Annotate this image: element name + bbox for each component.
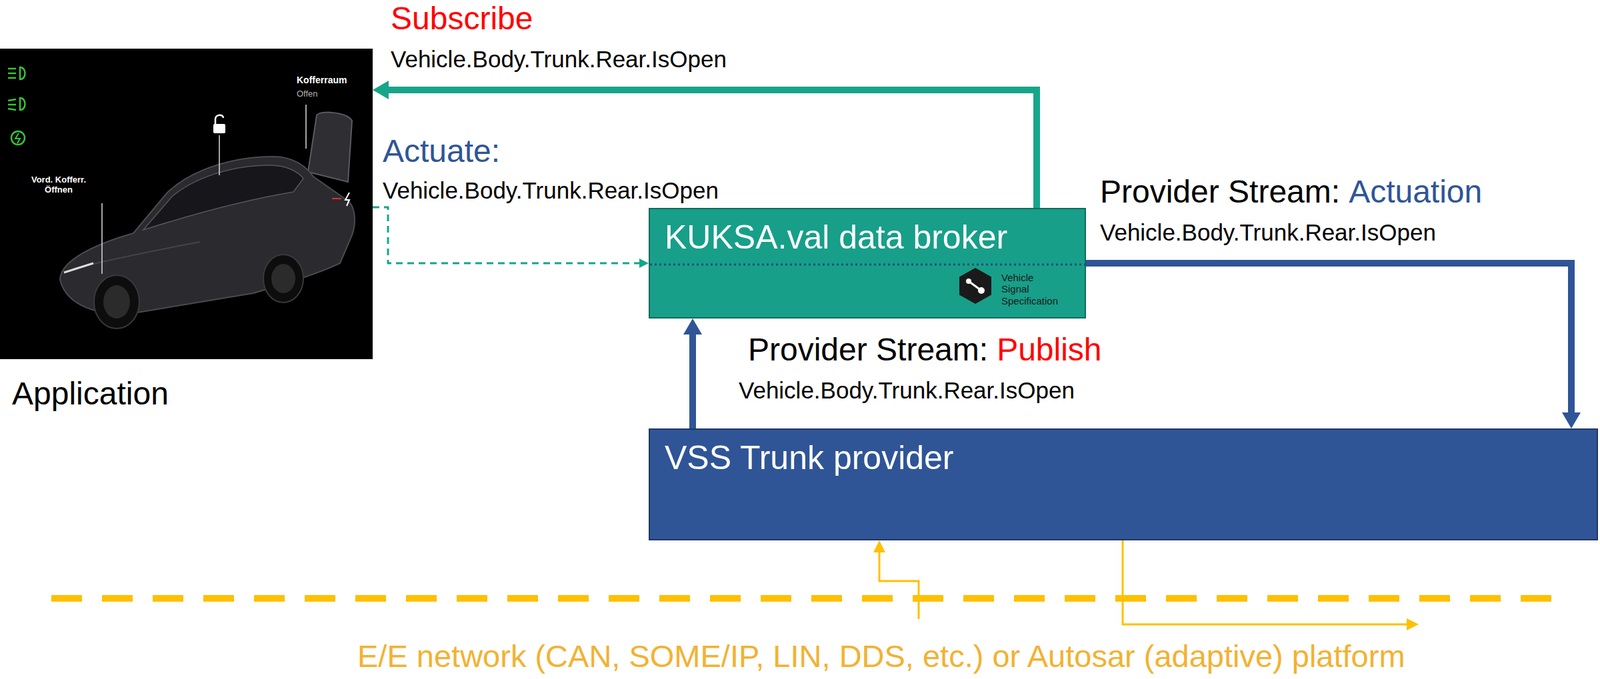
arrow-head — [639, 258, 649, 268]
logo-text: Vehicle Signal Specification — [1001, 272, 1063, 307]
connector-line — [1086, 263, 1572, 414]
ui-label: Vord. Kofferr. Öffnen — [24, 175, 94, 196]
signal-path: Vehicle.Body.Trunk.Rear.IsOpen — [738, 377, 1075, 404]
car-body — [60, 112, 355, 329]
ui-status: Offen — [296, 89, 318, 100]
edge-label: Publish — [996, 331, 1102, 368]
connector — [1086, 263, 1581, 429]
edge-label: Actuate: — [382, 132, 500, 170]
network-label: E/E network (CAN, SOME/IP, LIN, DDS, etc… — [357, 638, 1406, 675]
signal-path: Vehicle.Body.Trunk.Rear.IsOpen — [1100, 219, 1436, 246]
stream-label: Provider Stream: — [1100, 173, 1340, 210]
connector — [683, 318, 702, 429]
connector-line — [689, 333, 696, 429]
ui-label: Kofferraum — [296, 74, 347, 86]
signal-path: Vehicle.Body.Trunk.Rear.IsOpen — [382, 177, 719, 204]
pass-through-line — [650, 264, 1088, 266]
arrow-head — [1562, 412, 1581, 429]
lock-icon — [213, 115, 226, 134]
node-heading: Application — [12, 375, 169, 412]
arrow-head — [683, 318, 702, 335]
leader-lines — [102, 104, 306, 274]
signal-path: Vehicle.Body.Trunk.Rear.IsOpen — [390, 46, 727, 73]
network-link-out — [1122, 540, 1419, 631]
vss-logo — [959, 268, 992, 304]
arrow-head — [372, 80, 389, 100]
connector-line — [372, 207, 641, 264]
network-bus-line — [51, 595, 1567, 602]
box-title: VSS Trunk provider — [664, 439, 954, 478]
connector — [372, 80, 1037, 208]
connector — [372, 207, 649, 268]
broker-box: KUKSA.val data brokerVehicle Signal Spec… — [648, 208, 1086, 319]
edge-label: Subscribe — [390, 0, 533, 37]
provider-box: VSS Trunk provider — [648, 428, 1598, 541]
network-link-in — [873, 540, 919, 620]
box-title: KUKSA.val data broker — [664, 218, 1008, 258]
edge-label: Actuation — [1348, 173, 1482, 210]
status-icons — [8, 67, 26, 145]
application-screen: KofferraumOffenVord. Kofferr. ÖffnenAppl… — [0, 48, 373, 360]
charge-port-icon — [332, 192, 350, 206]
stream-label: Provider Stream: — [748, 331, 988, 368]
